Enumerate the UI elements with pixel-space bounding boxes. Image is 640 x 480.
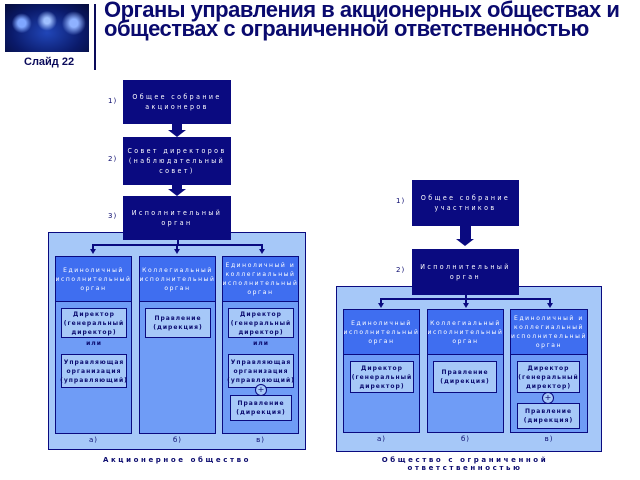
column-head: Коллегиальный исполнительный орган — [428, 310, 503, 355]
node-executive-body: Исполнительный орган — [123, 196, 231, 240]
connector-line — [176, 244, 178, 249]
connector-line — [92, 244, 94, 249]
arrow — [460, 226, 471, 240]
world-map-lights-icon — [5, 4, 89, 52]
connector-line — [465, 294, 467, 300]
arrow-head — [90, 249, 96, 254]
arrow-head — [168, 130, 186, 137]
connector-line — [261, 244, 263, 249]
node-executive-body: Исполнительный орган — [412, 249, 519, 295]
column-label: а) — [376, 435, 387, 443]
or-connector: или — [86, 340, 102, 347]
box-management-org: Управляющая организация (управляющий) — [60, 354, 127, 388]
or-connector: или — [253, 340, 269, 347]
connector-line — [177, 240, 179, 246]
box-director: Директор (генеральный директор) — [350, 361, 414, 393]
box-director: Директор (генеральный директор) — [517, 361, 580, 393]
arrow-head — [259, 249, 265, 254]
column-head: Единоличный исполнительный орган — [344, 310, 419, 355]
header-divider — [94, 4, 96, 70]
column-head: Коллегиальный исполнительный орган — [140, 257, 215, 302]
arrow — [172, 185, 182, 190]
column-label: в) — [544, 435, 554, 443]
column-head: Единоличный и коллегиальный исполнительн… — [511, 310, 587, 355]
column-head: Единоличный и коллегиальный исполнительн… — [223, 257, 298, 302]
column-label: б) — [172, 436, 183, 444]
box-board: Правление (дирекция) — [433, 361, 497, 393]
arrow-head — [463, 303, 469, 308]
level-number: 3) — [108, 212, 118, 220]
level-number: 2) — [396, 266, 406, 274]
box-director: Директор (генеральный директор) — [228, 308, 294, 338]
arrow-head — [168, 189, 186, 196]
caption-jsc: Акционерное общество — [102, 456, 252, 464]
slide-title: Органы управления в акционерных общества… — [104, 0, 620, 41]
level-number: 2) — [108, 155, 118, 163]
node-board-of-directors: Совет директоров (наблюдательный совет) — [123, 137, 231, 185]
box-board: Правление (дирекция) — [230, 395, 292, 421]
column-label: б) — [460, 435, 471, 443]
box-management-org: Управляющая организация (управляющий) — [227, 354, 294, 388]
caption-llc: Общество с ограниченной ответственностью — [381, 456, 549, 472]
level-number: 1) — [108, 97, 118, 105]
node-general-meeting-shareholders: Общее собрание акционеров — [123, 80, 231, 124]
arrow-head — [378, 303, 384, 308]
column-label: в) — [256, 436, 265, 444]
box-board: Правление (дирекция) — [145, 308, 211, 338]
column-head: Единоличный исполнительный орган — [56, 257, 131, 302]
arrow-head — [547, 303, 553, 308]
arrow-head — [174, 249, 180, 254]
arrow-head — [456, 239, 474, 246]
connector-line — [380, 298, 382, 303]
plus-icon: + — [255, 384, 267, 396]
arrow — [172, 124, 182, 130]
column-label: а) — [88, 436, 99, 444]
slide-number: Слайд 22 — [24, 56, 75, 68]
node-general-meeting-participants: Общее собрание участников — [412, 180, 519, 226]
level-number: 1) — [396, 197, 406, 205]
box-board: Правление (дирекция) — [517, 403, 580, 429]
connector-line — [549, 298, 551, 303]
connector-line — [465, 298, 467, 303]
box-director: Директор (генеральный директор) — [61, 308, 127, 338]
